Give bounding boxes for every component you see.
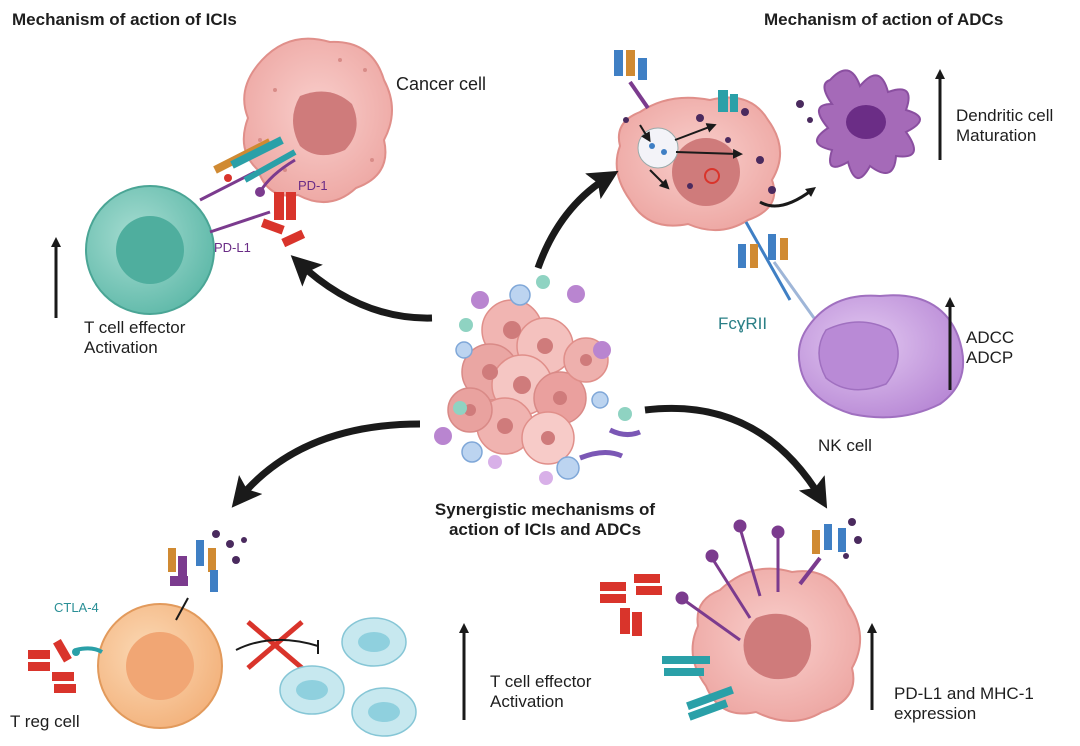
pdl1-label: PD-L1 (214, 240, 251, 255)
red-antibody-icon (260, 192, 306, 248)
adc-antibody-top-right-icon (614, 50, 650, 110)
effector-t-cells (279, 617, 417, 737)
t-cell-top-left (85, 185, 215, 315)
arrow-to-treg (231, 420, 421, 508)
adc-antibody-bottom-right-icon (798, 518, 862, 586)
arrow-to-icis (290, 255, 433, 322)
teal-receptor-icon (718, 90, 738, 112)
mhc1-receptors-icon (662, 656, 734, 721)
anti-ctla4-antibody-icon (28, 638, 76, 693)
adc-antibody-bottom-left-icon (168, 530, 247, 621)
dendritic-label: Dendritic cell Maturation (956, 106, 1054, 146)
immune-cells-around-tumor (434, 275, 641, 485)
adc-fc-receptor-icon (738, 221, 816, 319)
cancer-cell-label: Cancer cell (396, 74, 487, 94)
pdl1-receptors-icon (675, 519, 785, 642)
ctla4-receptor-icon (72, 646, 104, 656)
arrow-to-dendritic (759, 187, 817, 208)
suppression-x-icon (235, 620, 319, 670)
tcell-activation-top-label: T cell effector Activation (84, 318, 186, 358)
cancer-cell-top-right (615, 96, 782, 232)
nk-cell (797, 294, 965, 419)
center-title: Synergistic mechanisms of action of ICIs… (434, 500, 656, 540)
pd1-label: PD-1 (298, 178, 328, 193)
arrow-to-adcs (534, 170, 619, 270)
pd1-pdl1-complex-icon (199, 136, 297, 234)
treg-label: T reg cell (10, 712, 80, 731)
free-red-antibody-icon (600, 574, 662, 636)
cancer-cell-bottom-right (691, 567, 862, 722)
ctla4-label: CTLA-4 (54, 600, 99, 615)
intracellular-arrows (639, 123, 743, 190)
fcgrii-label: FcɣRII (718, 314, 768, 333)
nk-cell-label: NK cell (818, 436, 872, 455)
icis-title: Mechanism of action of ICIs (12, 10, 237, 29)
adcs-title: Mechanism of action of ADCs (764, 10, 1004, 29)
tcell-activation-bottom-label: T cell effector Activation (490, 672, 592, 712)
pdl1-mhc-label: PD-L1 and MHC-1 expression (894, 684, 1034, 724)
payload-particles (623, 100, 813, 194)
dendritic-cell (816, 69, 921, 179)
adcc-label: ADCC ADCP (966, 328, 1015, 368)
treg-cell (97, 603, 223, 729)
tumor-cluster (447, 299, 609, 465)
arrow-to-pdl1-mhc (644, 404, 828, 509)
